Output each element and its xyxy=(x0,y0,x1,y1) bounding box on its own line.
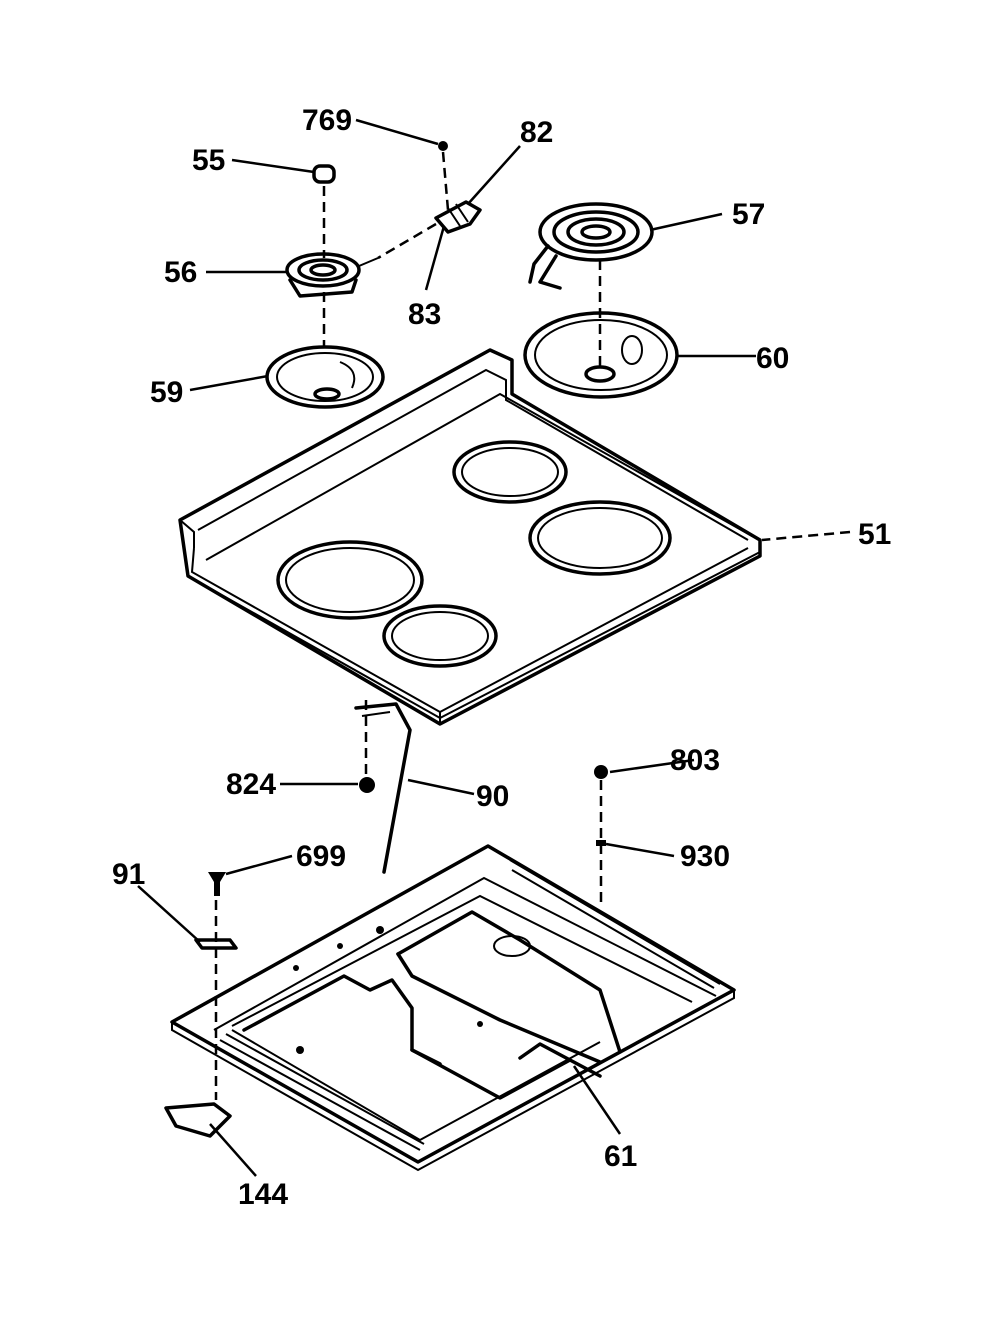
part-769-screw xyxy=(438,141,450,211)
part-60-large-drip-pan xyxy=(523,311,679,399)
callout-803: 803 xyxy=(670,744,720,777)
leader-82 xyxy=(467,145,521,205)
leader-769 xyxy=(355,118,439,146)
callout-60: 60 xyxy=(756,342,789,375)
leader-144 xyxy=(209,1123,257,1177)
part-144-bracket-plate xyxy=(164,1102,232,1138)
callout-59: 59 xyxy=(150,376,183,409)
part-51-cooktop xyxy=(178,348,762,726)
part-55-knob-cap xyxy=(312,164,336,258)
part-82-terminal-block xyxy=(377,200,482,260)
part-699-screw xyxy=(208,872,226,1100)
part-59-small-drip-pan xyxy=(265,345,385,409)
leader-57 xyxy=(649,212,723,232)
callout-144: 144 xyxy=(238,1178,288,1211)
leader-699 xyxy=(225,854,293,876)
part-90-support-rod xyxy=(354,702,412,874)
leader-51 xyxy=(761,530,851,542)
part-930-clip xyxy=(596,840,606,846)
leader-803 xyxy=(609,758,695,774)
leader-55 xyxy=(231,158,315,174)
leader-930 xyxy=(605,842,675,858)
part-803-screw xyxy=(594,765,608,905)
part-56-small-surface-element xyxy=(285,252,379,346)
leader-83 xyxy=(424,225,446,291)
leader-61 xyxy=(572,1065,622,1135)
callout-labels: 769 82 55 57 56 83 60 59 51 803 824 90 9… xyxy=(112,104,891,1211)
part-61-cooktop-bottom-pan xyxy=(170,844,736,1172)
callout-769: 769 xyxy=(302,104,352,137)
callout-55: 55 xyxy=(192,144,225,177)
callout-824: 824 xyxy=(226,768,276,801)
callout-83: 83 xyxy=(408,298,441,331)
callout-91: 91 xyxy=(112,858,145,891)
callout-90: 90 xyxy=(476,780,509,813)
callout-51: 51 xyxy=(858,518,891,551)
callout-930: 930 xyxy=(680,840,730,873)
leader-90 xyxy=(407,778,475,796)
part-91-bracket xyxy=(194,938,238,950)
callout-699: 699 xyxy=(296,840,346,873)
callout-57: 57 xyxy=(732,198,765,231)
part-57-large-surface-element xyxy=(528,202,654,372)
leader-lines xyxy=(137,118,851,1177)
part-824-screw xyxy=(359,700,375,793)
leader-91 xyxy=(137,885,201,943)
callout-82: 82 xyxy=(520,116,553,149)
callout-61: 61 xyxy=(604,1140,637,1173)
callout-56: 56 xyxy=(164,256,197,289)
leader-59 xyxy=(189,374,269,392)
